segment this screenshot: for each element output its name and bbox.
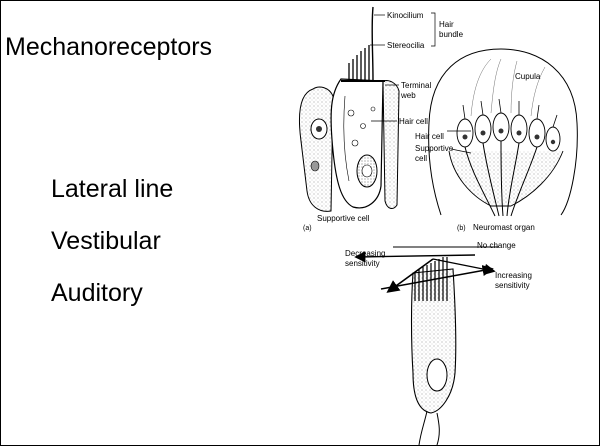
panel-a-hair-cell-diagram: Kinocilium Stereocilia Hair bundle Termi… bbox=[300, 7, 464, 232]
label-cupula: Cupula bbox=[515, 72, 541, 81]
label-terminal-web: Terminal web bbox=[400, 81, 433, 100]
supportive-cell-shape bbox=[300, 87, 334, 211]
stereocilia-bundle bbox=[349, 45, 369, 81]
label-panel-a: (a) bbox=[303, 225, 312, 232]
hair-cell-nucleus bbox=[427, 359, 447, 391]
label-supportive-cell-b-line: cell bbox=[415, 154, 427, 163]
label-supportive-cell-a: Supportive cell bbox=[317, 214, 370, 223]
label-decreasing-line: sensitivity bbox=[345, 259, 380, 268]
arrow-increasing bbox=[433, 259, 493, 271]
label-stereocilia: Stereocilia bbox=[387, 41, 425, 50]
label-hair-cell-b: Hair cell bbox=[415, 132, 444, 141]
label-hair-cell-a: Hair cell bbox=[399, 117, 428, 126]
label-panel-b: (b) bbox=[457, 225, 466, 232]
label-hair-bundle: Hair bundle bbox=[439, 20, 464, 39]
hair-cell-body-c bbox=[412, 269, 456, 413]
label-neuromast-organ: Neuromast organ bbox=[473, 223, 535, 232]
label-decreasing-sensitivity: Decreasing sensitivity bbox=[345, 249, 388, 268]
label-terminal-web-line: web bbox=[400, 91, 416, 100]
label-terminal-web-line: Terminal bbox=[401, 81, 431, 90]
neuromast-hair-cells bbox=[457, 113, 560, 151]
label-decreasing-line: Decreasing bbox=[345, 249, 385, 258]
kinocilium-line bbox=[372, 7, 373, 81]
label-increasing-sensitivity: Increasing sensitivity bbox=[495, 271, 534, 290]
panel-b-neuromast-diagram: Cupula Hair cell Supportive cell (b) Neu… bbox=[415, 49, 577, 232]
label-increasing-line: sensitivity bbox=[495, 281, 530, 290]
panel-c-hair-cell-sensitivity: Decreasing sensitivity No change Increas… bbox=[345, 241, 534, 445]
label-hair-bundle-line: Hair bbox=[439, 20, 454, 29]
label-hair-bundle-line: bundle bbox=[439, 30, 464, 39]
label-supportive-cell-b-line: Supportive bbox=[415, 144, 454, 153]
label-kinocilium: Kinocilium bbox=[387, 11, 424, 20]
label-no-change: No change bbox=[477, 241, 516, 250]
label-increasing-line: Increasing bbox=[495, 271, 532, 280]
